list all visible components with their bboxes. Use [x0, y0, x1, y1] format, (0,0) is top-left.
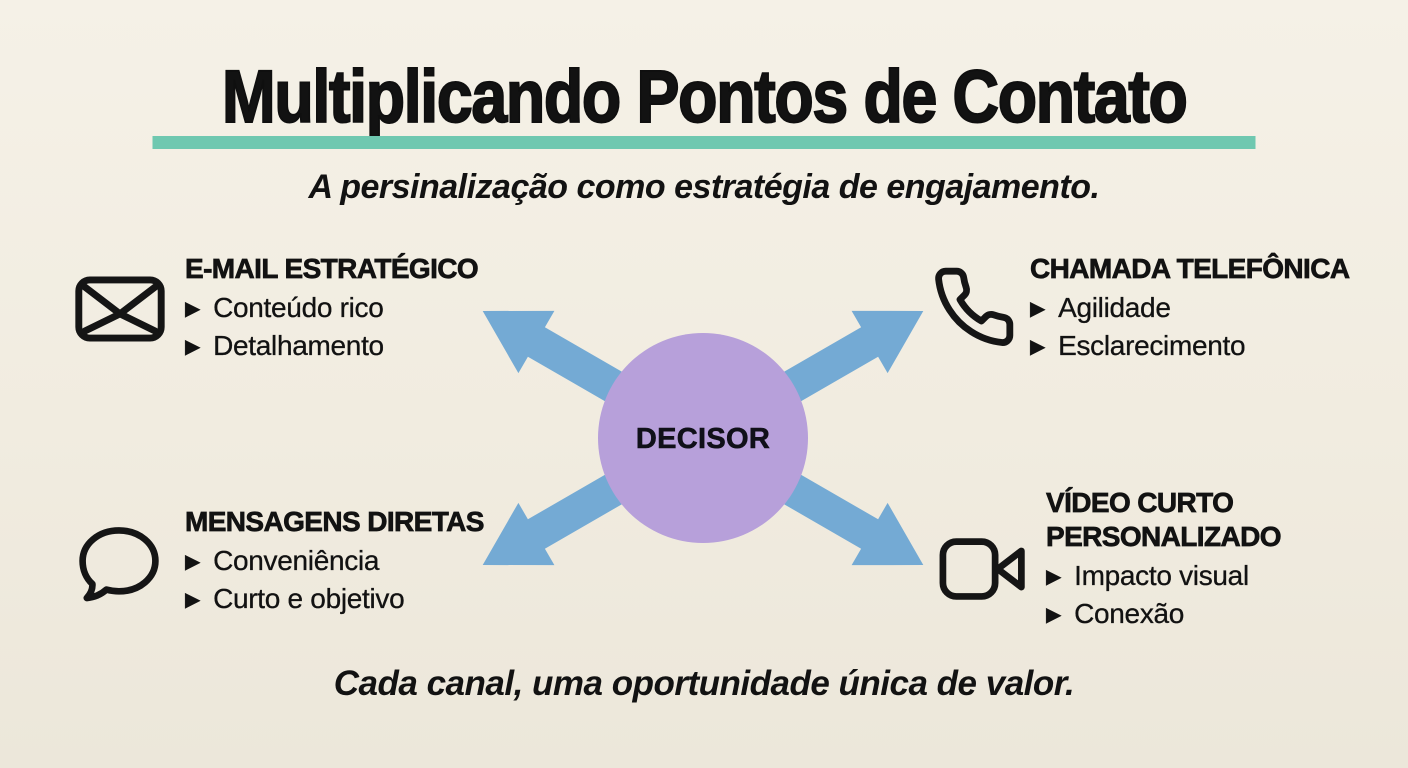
bullet-text: Esclarecimento: [1058, 330, 1246, 361]
bullet-marker-icon: ▶: [1030, 296, 1046, 320]
bullet-text: Agilidade: [1058, 292, 1171, 323]
bullet-marker-icon: ▶: [185, 587, 201, 611]
phone-icon: [931, 264, 1017, 350]
bullet-text: Detalhamento: [213, 330, 384, 361]
title-underline: [152, 136, 1256, 149]
bullet-marker-icon: ▶: [185, 296, 201, 320]
channel-title: MENSAGENS DIRETAS: [185, 506, 485, 538]
bullet-item: ▶ Detalhamento: [185, 329, 478, 362]
bullet-text: Conexão: [1074, 598, 1185, 629]
bullet-item: ▶ Conexão: [1046, 597, 1356, 630]
subtitle: A persinalização como estratégia de enga…: [308, 168, 1100, 206]
bullet-item: ▶ Conteúdo rico: [185, 291, 478, 324]
arrow-up-right-icon: [774, 310, 924, 407]
video-camera-icon: [938, 534, 1026, 604]
bullet-item: ▶ Curto e objetivo: [185, 582, 484, 615]
decisor-label: DECISOR: [636, 423, 770, 455]
arrow-down-left-icon: [482, 469, 632, 566]
page-title-text: Multiplicando Pontos de Contato: [221, 55, 1189, 138]
decisor-circle: [598, 333, 808, 543]
bullet-text: Conveniência: [213, 545, 380, 576]
bullet-item: ▶ Impacto visual: [1046, 559, 1356, 592]
channel-email: E-MAIL ESTRATÉGICO ▶ Conteúdo rico ▶ Det…: [75, 252, 479, 362]
page-title: Multiplicando Pontos de Contato: [0, 55, 1408, 138]
channel-phone: CHAMADA TELEFÔNICA ▶ Agilidade ▶ Esclare…: [931, 252, 1351, 362]
arrow-up-left-icon: [482, 310, 632, 407]
bullet-marker-icon: ▶: [1046, 564, 1062, 588]
bullet-marker-icon: ▶: [185, 549, 201, 573]
bullet-text: Impacto visual: [1074, 560, 1249, 591]
channel-messages: MENSAGENS DIRETAS ▶ Conveniência ▶ Curto…: [77, 505, 485, 615]
bullet-marker-icon: ▶: [1046, 602, 1062, 626]
channel-title: CHAMADA TELEFÔNICA: [1030, 253, 1351, 285]
bullet-text: Conteúdo rico: [213, 292, 384, 323]
decisor-diagram: DECISOR: [482, 310, 924, 566]
bullet-text: Curto e objetivo: [213, 583, 405, 614]
channel-title: E-MAIL ESTRATÉGICO: [185, 253, 479, 285]
bullet-item: ▶ Agilidade: [1030, 291, 1349, 324]
bullet-marker-icon: ▶: [1030, 334, 1046, 358]
bullet-item: ▶ Esclarecimento: [1030, 329, 1349, 362]
footer-tagline: Cada canal, uma oportunidade única de va…: [333, 664, 1075, 703]
bullet-marker-icon: ▶: [185, 334, 201, 358]
bullet-item: ▶ Conveniência: [185, 544, 484, 577]
arrow-down-right-icon: [774, 469, 924, 566]
channel-title: VÍDEO CURTO PERSONALIZADO: [1046, 487, 1282, 553]
envelope-icon: [75, 276, 165, 342]
channel-video: VÍDEO CURTO PERSONALIZADO ▶ Impacto visu…: [938, 486, 1356, 630]
speech-bubble-icon: [77, 521, 161, 605]
